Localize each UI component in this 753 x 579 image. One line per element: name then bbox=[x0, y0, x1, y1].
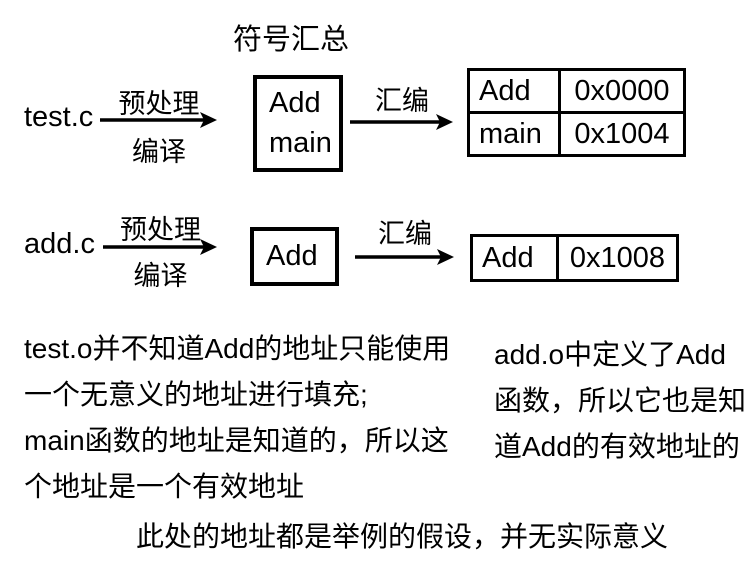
arrow-right-icon bbox=[355, 249, 454, 265]
symbol-entry: main bbox=[269, 127, 332, 160]
diagram-title: 符号汇总 bbox=[233, 24, 350, 56]
arrow-head bbox=[437, 249, 454, 265]
arrow-right-icon bbox=[350, 114, 453, 130]
note-line: 一个无意义的地址进行填充; bbox=[24, 379, 368, 410]
object-symbol-box-test: Add main bbox=[253, 75, 343, 172]
address-cell: 0x0000 bbox=[558, 68, 686, 114]
symbol-table-test: Add 0x0000 main 0x1004 bbox=[467, 68, 686, 157]
symbol-table-add: Add 0x1008 bbox=[470, 234, 679, 282]
note-line: 道Add的有效地址的 bbox=[494, 431, 740, 462]
note-bottom: 此处的地址都是举例的假设，并无实际意义 bbox=[136, 521, 669, 552]
stage1-label-top-test: 预处理 bbox=[118, 89, 200, 119]
table-row: Add 0x1008 bbox=[470, 234, 679, 282]
stage2-label-add: 汇编 bbox=[378, 219, 432, 249]
symbol-cell: main bbox=[467, 111, 561, 157]
table-row: Add 0x0000 bbox=[467, 68, 686, 114]
arrow-head bbox=[200, 239, 217, 255]
source-file-test: test.c bbox=[24, 101, 94, 133]
symbol-entry: Add bbox=[266, 240, 318, 272]
note-line: 函数，所以它也是知 bbox=[494, 385, 747, 416]
address-cell: 0x1008 bbox=[556, 234, 679, 282]
symbol-cell: Add bbox=[467, 68, 561, 114]
note-line: add.o中定义了Add bbox=[494, 339, 726, 370]
arrow-head bbox=[200, 112, 217, 128]
address-cell: 0x1004 bbox=[558, 111, 686, 157]
arrow-head bbox=[436, 114, 453, 130]
stage2-label-test: 汇编 bbox=[375, 86, 429, 116]
note-left: test.o并不知道Add的地址只能使用 一个无意义的地址进行填充; main函… bbox=[24, 326, 450, 510]
object-symbol-box-add: Add bbox=[250, 227, 339, 286]
note-line: main函数的地址是知道的，所以这 bbox=[24, 425, 449, 456]
note-right: add.o中定义了Add 函数，所以它也是知 道Add的有效地址的 bbox=[494, 332, 746, 470]
symbol-cell: Add bbox=[470, 234, 559, 282]
arrow-right-icon bbox=[103, 239, 217, 255]
note-line: 个地址是一个有效地址 bbox=[24, 471, 305, 502]
table-row: main 0x1004 bbox=[467, 111, 686, 157]
stage1-label-bottom-add: 编译 bbox=[133, 261, 188, 291]
note-line: test.o并不知道Add的地址只能使用 bbox=[24, 333, 451, 364]
stage1-label-top-add: 预处理 bbox=[120, 215, 201, 245]
symbol-entry: Add bbox=[269, 86, 321, 119]
source-file-add: add.c bbox=[24, 228, 95, 260]
stage1-label-bottom-test: 编译 bbox=[132, 137, 186, 167]
arrow-right-icon bbox=[100, 112, 217, 128]
